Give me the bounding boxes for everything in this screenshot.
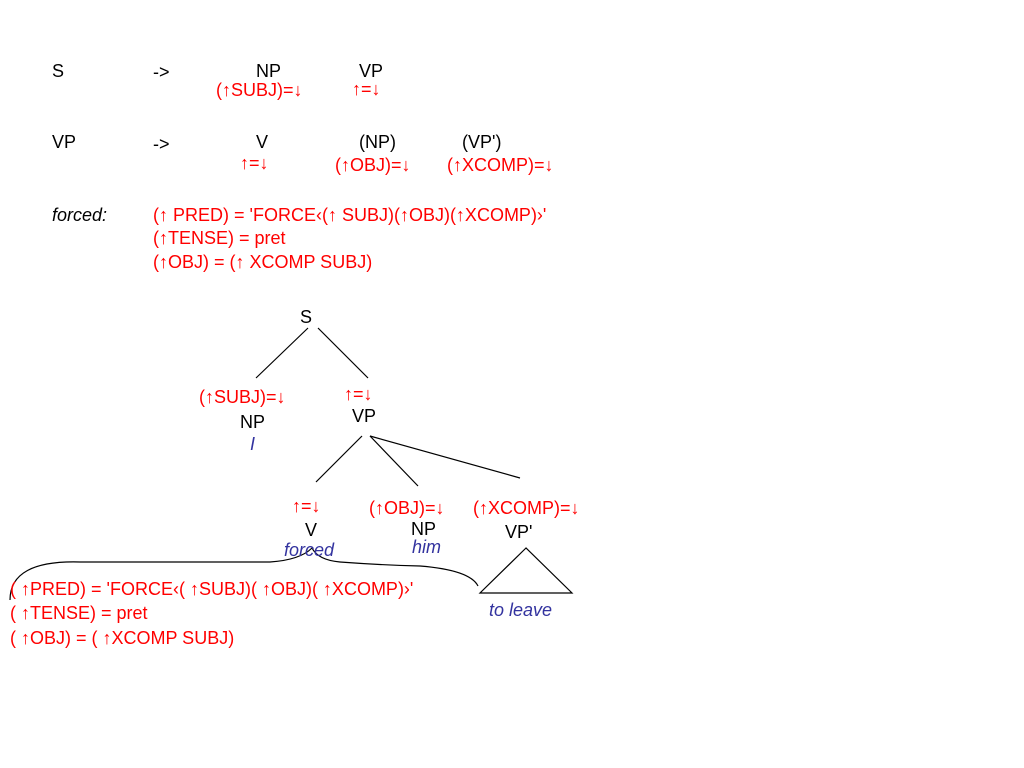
tree-obj-np: NP <box>411 519 437 539</box>
vp-rule-v: V <box>256 132 269 152</box>
vp-rule-arrow: -> <box>153 134 170 154</box>
tree-xcomp-vpp: VP' <box>505 522 533 542</box>
branch-s-np <box>255 327 309 379</box>
tree-verb-v: V <box>305 520 318 540</box>
vpp-triangle <box>478 547 574 594</box>
tree-xcomp-annotation: (↑XCOMP)=↓ <box>473 498 580 518</box>
vp-rule-lhs: VP <box>52 132 77 152</box>
s-rule-vp-annotation: ↑=↓ <box>352 79 381 99</box>
tree-subj-annotation: (↑SUBJ)=↓ <box>199 387 286 407</box>
branch-vp-v <box>315 435 363 483</box>
tree-verb-equation-tense: ( ↑TENSE) = pret <box>10 603 148 623</box>
tree-subj-word: I <box>250 434 256 454</box>
lexical-equation-pred: (↑ PRED) = 'FORCE‹(↑ SUBJ)(↑OBJ)(↑XCOMP)… <box>153 205 547 225</box>
s-rule-np: NP <box>256 61 282 81</box>
vp-rule-v-annotation: ↑=↓ <box>240 153 269 173</box>
lexical-equation-obj: (↑OBJ) = (↑ XCOMP SUBJ) <box>153 252 373 272</box>
s-rule-lhs: S <box>52 61 65 81</box>
tree-verb-word: forced <box>284 540 335 560</box>
verb-brace <box>9 546 479 601</box>
tree-xcomp-words: to leave <box>489 600 553 620</box>
branch-vp-vpp <box>369 435 521 479</box>
tree-obj-word: him <box>412 537 442 557</box>
tree-verb-equation-pred: ( ↑PRED) = 'FORCE‹( ↑SUBJ)( ↑OBJ)( ↑XCOM… <box>10 579 414 599</box>
tree-verb-equation-obj: ( ↑OBJ) = ( ↑XCOMP SUBJ) <box>10 628 235 648</box>
tree-vp-annotation: ↑=↓ <box>344 384 373 404</box>
tree-subj-np: NP <box>240 412 266 432</box>
tree-verb-annotation: ↑=↓ <box>292 496 321 516</box>
vp-rule-np-annotation: (↑OBJ)=↓ <box>335 155 411 175</box>
s-rule-np-annotation: (↑SUBJ)=↓ <box>216 80 303 100</box>
s-rule-arrow: -> <box>153 62 170 82</box>
s-rule-vp: VP <box>359 61 384 81</box>
branch-s-vp <box>317 327 369 379</box>
vp-rule-vpp-annotation: (↑XCOMP)=↓ <box>447 155 554 175</box>
lexical-entry-word: forced: <box>52 205 108 225</box>
tree-vp: VP <box>352 406 377 426</box>
vp-rule-np: (NP) <box>359 132 396 152</box>
branch-vp-np <box>369 435 419 487</box>
vp-rule-vpp: (VP') <box>462 132 502 152</box>
tree-root-s: S <box>300 307 313 327</box>
lexical-equation-tense: (↑TENSE) = pret <box>153 228 286 248</box>
tree-obj-annotation: (↑OBJ)=↓ <box>369 498 445 518</box>
